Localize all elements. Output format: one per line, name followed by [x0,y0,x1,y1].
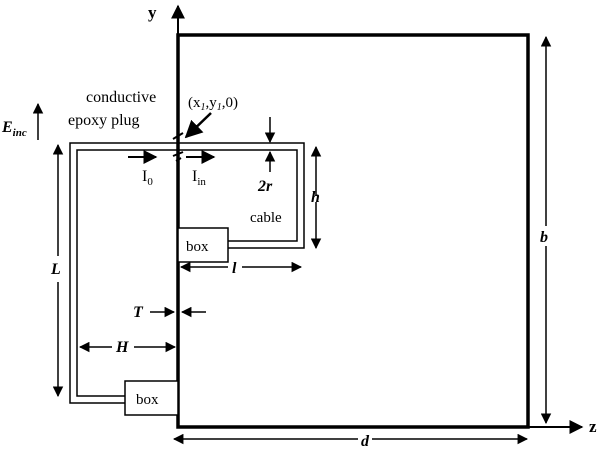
d-label: d [361,433,370,450]
upper-box [177,227,229,263]
y-axis-label: y [148,3,157,22]
epoxy-plug-marker [172,132,184,162]
cable-inner-loop [178,142,305,249]
H-label: H [115,339,129,356]
point-coordinate-label: (x1,y1,0) [188,95,238,113]
L-label: L [50,261,61,278]
l-label: l [232,260,237,277]
point-arrow [184,112,212,139]
T-label: T [133,304,144,321]
two-r-label: 2r [257,178,273,195]
b-label: b [540,229,548,246]
iin-label: Iin [192,168,206,188]
h-label: h [311,189,320,206]
epoxy-plug-label: epoxy plug [68,112,140,129]
lower-box-label: box [136,392,159,408]
ground-plane-rectangle [176,33,530,429]
cable-outer-loop [69,142,178,404]
upper-box-label: box [186,239,209,255]
z-axis-label: z [589,417,597,436]
lower-box [124,380,179,416]
e-inc-label: Einc [1,119,27,139]
i0-label: I0 [142,168,153,188]
cable-label: cable [250,210,282,226]
conductive-label: conductive [86,89,156,106]
